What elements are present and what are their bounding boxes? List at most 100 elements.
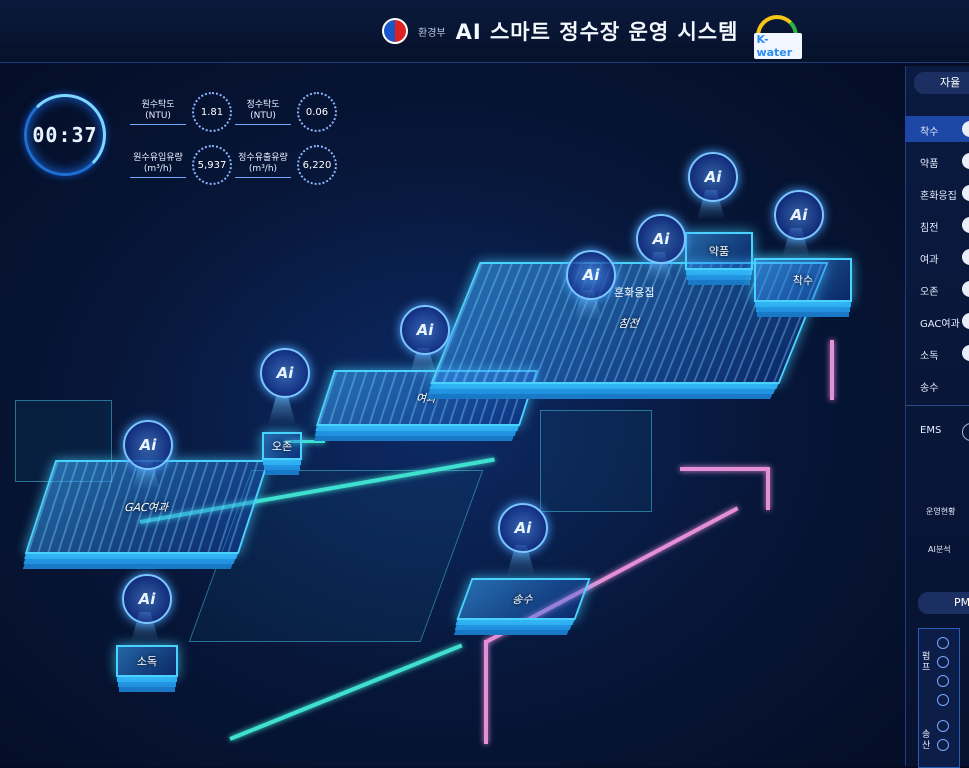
ai-text: Ai (276, 364, 294, 382)
facility-label: 약품 (708, 245, 730, 258)
metric-unit: (NTU) (145, 110, 171, 121)
metric-raw-inflow: 원수유입유량(m³/h) 5,937 (130, 145, 232, 185)
ai-text: Ai (514, 519, 532, 537)
panel-item-label: 소독 (920, 351, 939, 362)
pipe-pink (680, 467, 770, 471)
metric-unit: (m³/h) (248, 163, 278, 174)
toggle-switch[interactable] (962, 249, 969, 265)
facility-label: 소독 (136, 655, 158, 668)
facility-disinfection[interactable]: 소독 (116, 645, 178, 677)
divider (905, 405, 969, 406)
panel-item-chemical[interactable]: 약품 (905, 148, 969, 174)
ai-badge-coagulation[interactable]: Ai (636, 214, 686, 264)
status-link[interactable]: 운영현황 (926, 507, 956, 516)
panel-item-label: 약품 (920, 159, 939, 170)
panel-item-disinfection[interactable]: 소독 (905, 340, 969, 366)
toggle-switch[interactable] (962, 153, 969, 169)
gov-label: 환경부 (418, 27, 446, 39)
panel-item-coagulation[interactable]: 혼화응집 (905, 180, 969, 206)
status-dot-icon[interactable] (937, 720, 949, 732)
metric-value: 6,220 (297, 145, 337, 185)
ai-badge-intake[interactable]: Ai (774, 190, 824, 240)
panel-item-label: EMS (920, 425, 942, 436)
pipe-pink (484, 640, 488, 744)
panel-header: 자율 (914, 72, 969, 94)
facility-chemical[interactable]: 약품 (685, 232, 753, 270)
facility-ozone[interactable]: 오존 (262, 432, 302, 460)
metric-value: 1.81 (192, 92, 232, 132)
toggle-switch[interactable] (962, 121, 969, 137)
metric-treated-turbidity: 정수탁도(NTU) 0.06 (235, 92, 337, 132)
ai-badge-sedimentation[interactable]: Ai (566, 250, 616, 300)
pipe-teal (229, 643, 463, 741)
metric-label: 원수유입유량 (133, 152, 183, 163)
facility-label: 침전 (616, 317, 643, 330)
status-dot-icon[interactable] (937, 694, 949, 706)
facility-label: GAC여과 (122, 501, 171, 514)
status-dot-icon[interactable] (937, 675, 949, 687)
page-title: AI 스마트 정수장 운영 시스템 (455, 20, 739, 44)
status-dot-icon[interactable] (937, 739, 949, 751)
panel-item-distribution[interactable]: 송수 (905, 372, 969, 398)
metric-unit: (m³/h) (143, 163, 173, 174)
metric-raw-turbidity: 원수탁도(NTU) 1.81 (130, 92, 232, 132)
panel-item-label: GAC여과 (920, 319, 960, 330)
panel-item-intake[interactable]: 착수 (905, 116, 969, 142)
facility-intake[interactable]: 착수 (754, 258, 852, 302)
panel-item-label: 오존 (920, 287, 939, 298)
pm-header: PM (918, 592, 969, 614)
pipe-teal (285, 440, 325, 443)
status-dot-icon[interactable] (937, 656, 949, 668)
panel-item-label: 착수 (920, 127, 939, 138)
facility-distribution[interactable]: 송수 (456, 578, 591, 620)
facility-label: 여과 (414, 392, 440, 405)
pipe-pink (830, 340, 834, 400)
time-dial: 00:37 (24, 94, 106, 176)
metric-value: 5,937 (192, 145, 232, 185)
facility-label: 송수 (510, 593, 536, 606)
metric-label: 원수탁도 (141, 99, 175, 110)
panel-item-label: 여과 (920, 255, 939, 266)
ai-badge-distribution[interactable]: Ai (498, 503, 548, 553)
panel-item-sedimentation[interactable]: 침전 (905, 212, 969, 238)
title-group: 환경부 AI 스마트 정수장 운영 시스템 K-water (382, 14, 803, 59)
coagulation-label: 혼화응집 (614, 286, 655, 299)
time-readout: 00:37 (32, 123, 98, 147)
ai-badge-ozone[interactable]: Ai (260, 348, 310, 398)
status-dot-icon[interactable] (937, 637, 949, 649)
panel-item-ems[interactable]: EMS (905, 418, 969, 444)
pm-group-pump: 펌프 (922, 652, 931, 673)
header-bar: 환경부 AI 스마트 정수장 운영 시스템 K-water (0, 0, 969, 63)
toggle-switch[interactable] (962, 217, 969, 233)
pm-group-songsan: 송산 (922, 730, 931, 751)
ai-badge-disinfection[interactable]: Ai (122, 574, 172, 624)
panel-item-ozone[interactable]: 오존 (905, 276, 969, 302)
ai-badge-chemical[interactable]: Ai (688, 152, 738, 202)
building-outline (540, 410, 652, 512)
toggle-switch[interactable] (962, 281, 969, 297)
ai-text: Ai (790, 206, 808, 224)
ai-badge-filtration[interactable]: Ai (400, 305, 450, 355)
analysis-link[interactable]: AI분석 (928, 545, 951, 554)
ai-text: Ai (138, 590, 156, 608)
panel-item-gac[interactable]: GAC여과 (905, 308, 969, 334)
ai-text: Ai (416, 321, 434, 339)
ai-badge-gac[interactable]: Ai (123, 420, 173, 470)
pipe-pink (766, 470, 770, 510)
metric-label: 정수탁도 (246, 99, 280, 110)
ai-text: Ai (582, 266, 600, 284)
metric-treated-outflow: 정수유출유량(m³/h) 6,220 (235, 145, 337, 185)
metric-value: 0.06 (297, 92, 337, 132)
ai-text: Ai (704, 168, 722, 186)
toggle-switch[interactable] (962, 345, 969, 361)
toggle-switch[interactable] (962, 423, 969, 441)
metric-label: 정수유출유량 (238, 152, 288, 163)
kwater-logo-text: K-water (754, 33, 803, 59)
toggle-switch[interactable] (962, 185, 969, 201)
toggle-switch[interactable] (962, 313, 969, 329)
panel-item-label: 송수 (920, 383, 939, 394)
panel-item-label: 침전 (920, 223, 939, 234)
panel-item-filtration[interactable]: 여과 (905, 244, 969, 270)
metric-unit: (NTU) (250, 110, 276, 121)
government-emblem-icon (382, 18, 408, 44)
